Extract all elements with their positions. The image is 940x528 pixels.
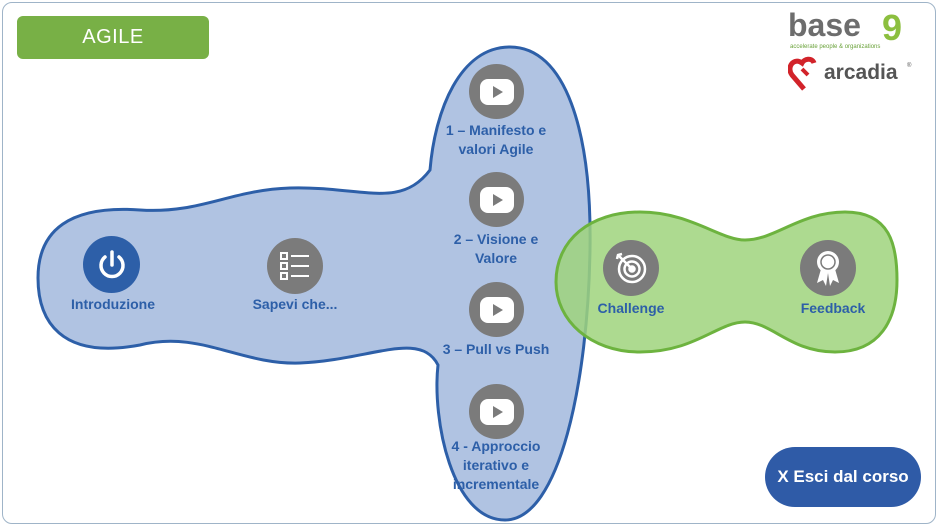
play-icon[interactable] (469, 384, 524, 439)
video-1-label[interactable]: 1 – Manifesto e valori Agile (430, 121, 562, 159)
video-2-line2: Valore (474, 250, 518, 266)
power-icon[interactable] (83, 236, 140, 293)
course-badge: AGILE (17, 16, 209, 59)
video-2-label[interactable]: 2 – Visione e Valore (430, 230, 562, 268)
play-icon[interactable] (469, 172, 524, 227)
video-3-label[interactable]: 3 – Pull vs Push (442, 341, 550, 357)
video-4-line2: iterativo e (462, 457, 530, 473)
base9-logo: base 9 accelerate people & organizations (788, 7, 902, 50)
arcadia-wordmark: arcadia (824, 61, 898, 84)
exit-course-button[interactable]: X Esci dal corso (765, 447, 921, 507)
target-icon[interactable] (603, 240, 659, 296)
base9-wordmark: base (788, 7, 861, 43)
arcadia-logo: arcadia ® (788, 56, 912, 91)
intro-label[interactable]: Introduzione (71, 296, 155, 312)
base9-digit: 9 (882, 7, 902, 48)
play-icon[interactable] (469, 64, 524, 119)
award-icon[interactable] (800, 240, 856, 296)
video-4-line3: incrementale (452, 476, 540, 492)
video-2-line1: 2 – Visione e (453, 231, 539, 247)
feedback-label[interactable]: Feedback (800, 300, 866, 316)
sapevi-label[interactable]: Sapevi che... (252, 296, 338, 312)
video-1-line1: 1 – Manifesto e (445, 122, 547, 138)
video-1-line2: valori Agile (458, 141, 534, 157)
checklist-icon[interactable] (267, 238, 323, 294)
base9-tagline: accelerate people & organizations (790, 44, 880, 50)
arcadia-registered: ® (907, 62, 912, 69)
arcadia-heart-icon (788, 56, 817, 91)
video-4-label[interactable]: 4 - Approccio iterativo e incrementale (430, 437, 562, 494)
play-icon[interactable] (469, 282, 524, 337)
challenge-label[interactable]: Challenge (597, 300, 665, 316)
video-4-line1: 4 - Approccio (451, 438, 541, 454)
